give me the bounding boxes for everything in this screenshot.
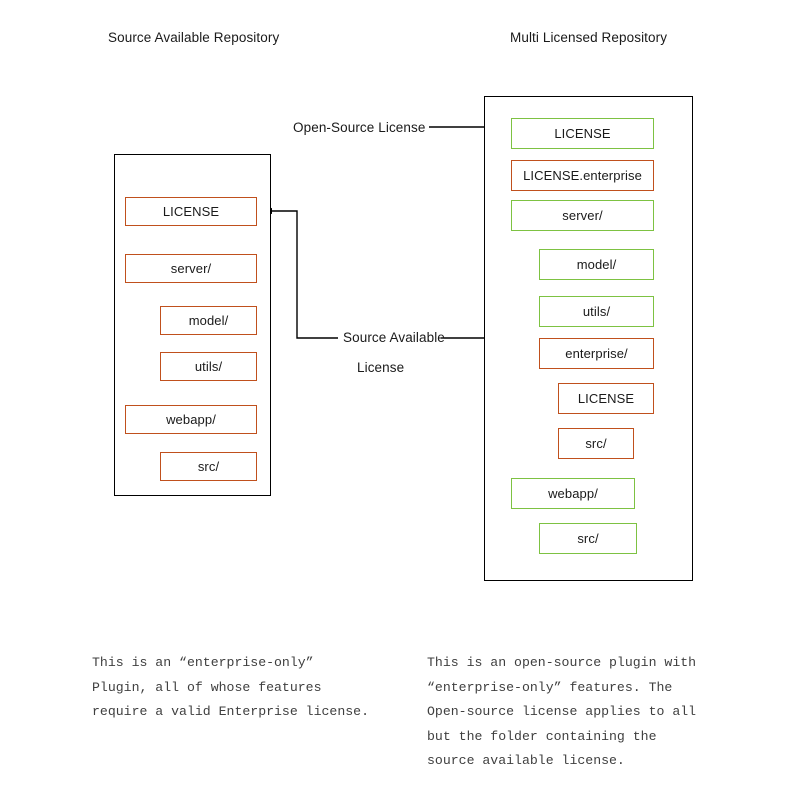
left-repo-node-src[interactable]: src/ bbox=[160, 452, 257, 481]
right-repo-node-src[interactable]: src/ bbox=[558, 428, 634, 459]
right-repo-node-model[interactable]: model/ bbox=[539, 249, 654, 280]
right-repo-node-license[interactable]: LICENSE bbox=[511, 118, 654, 149]
node-label: src/ bbox=[197, 459, 220, 474]
right-caption: This is an open-source plugin with “ente… bbox=[427, 655, 697, 768]
edge-label-source-available-line2: License bbox=[357, 360, 405, 375]
left-repo-node-model[interactable]: model/ bbox=[160, 306, 257, 335]
left-repo-node-server[interactable]: server/ bbox=[125, 254, 257, 283]
node-label: src/ bbox=[577, 531, 599, 546]
node-label: webapp/ bbox=[548, 486, 598, 501]
right-repo-node-license-enterprise[interactable]: LICENSE.enterprise bbox=[511, 160, 654, 191]
node-label: model/ bbox=[188, 313, 229, 328]
right-repository-title: Multi Licensed Repository bbox=[510, 30, 668, 45]
node-label: LICENSE bbox=[577, 391, 635, 406]
node-label: utils/ bbox=[194, 359, 223, 374]
right-repo-node-webapp[interactable]: webapp/ bbox=[511, 478, 635, 509]
left-caption: This is an “enterprise-only” Plugin, all… bbox=[92, 655, 369, 719]
node-label: server/ bbox=[170, 261, 212, 276]
right-repo-node-utils[interactable]: utils/ bbox=[539, 296, 654, 327]
node-label: model/ bbox=[576, 257, 617, 272]
node-label: src/ bbox=[585, 436, 607, 451]
node-label: LICENSE bbox=[554, 126, 611, 141]
node-label: enterprise/ bbox=[565, 346, 628, 361]
left-repo-node-license[interactable]: LICENSE bbox=[125, 197, 257, 226]
node-label: utils/ bbox=[582, 304, 611, 319]
node-label: webapp/ bbox=[166, 412, 216, 427]
left-repository-title: Source Available Repository bbox=[108, 30, 280, 45]
left-repo-node-utils[interactable]: utils/ bbox=[160, 352, 257, 381]
left-repo-node-webapp[interactable]: webapp/ bbox=[125, 405, 257, 434]
source-available-to-left-license-connector bbox=[263, 207, 338, 339]
right-repo-node-license[interactable]: LICENSE bbox=[558, 383, 654, 414]
edge-label-open-source-license: Open-Source License bbox=[293, 120, 426, 135]
right-repo-node-enterprise[interactable]: enterprise/ bbox=[539, 338, 654, 369]
node-label: LICENSE bbox=[162, 204, 220, 219]
edge-label-source-available-line1: Source Available bbox=[343, 330, 445, 345]
node-label: LICENSE.enterprise bbox=[523, 168, 642, 183]
right-repo-node-server[interactable]: server/ bbox=[511, 200, 654, 231]
right-repo-node-src[interactable]: src/ bbox=[539, 523, 637, 554]
node-label: server/ bbox=[562, 208, 603, 223]
